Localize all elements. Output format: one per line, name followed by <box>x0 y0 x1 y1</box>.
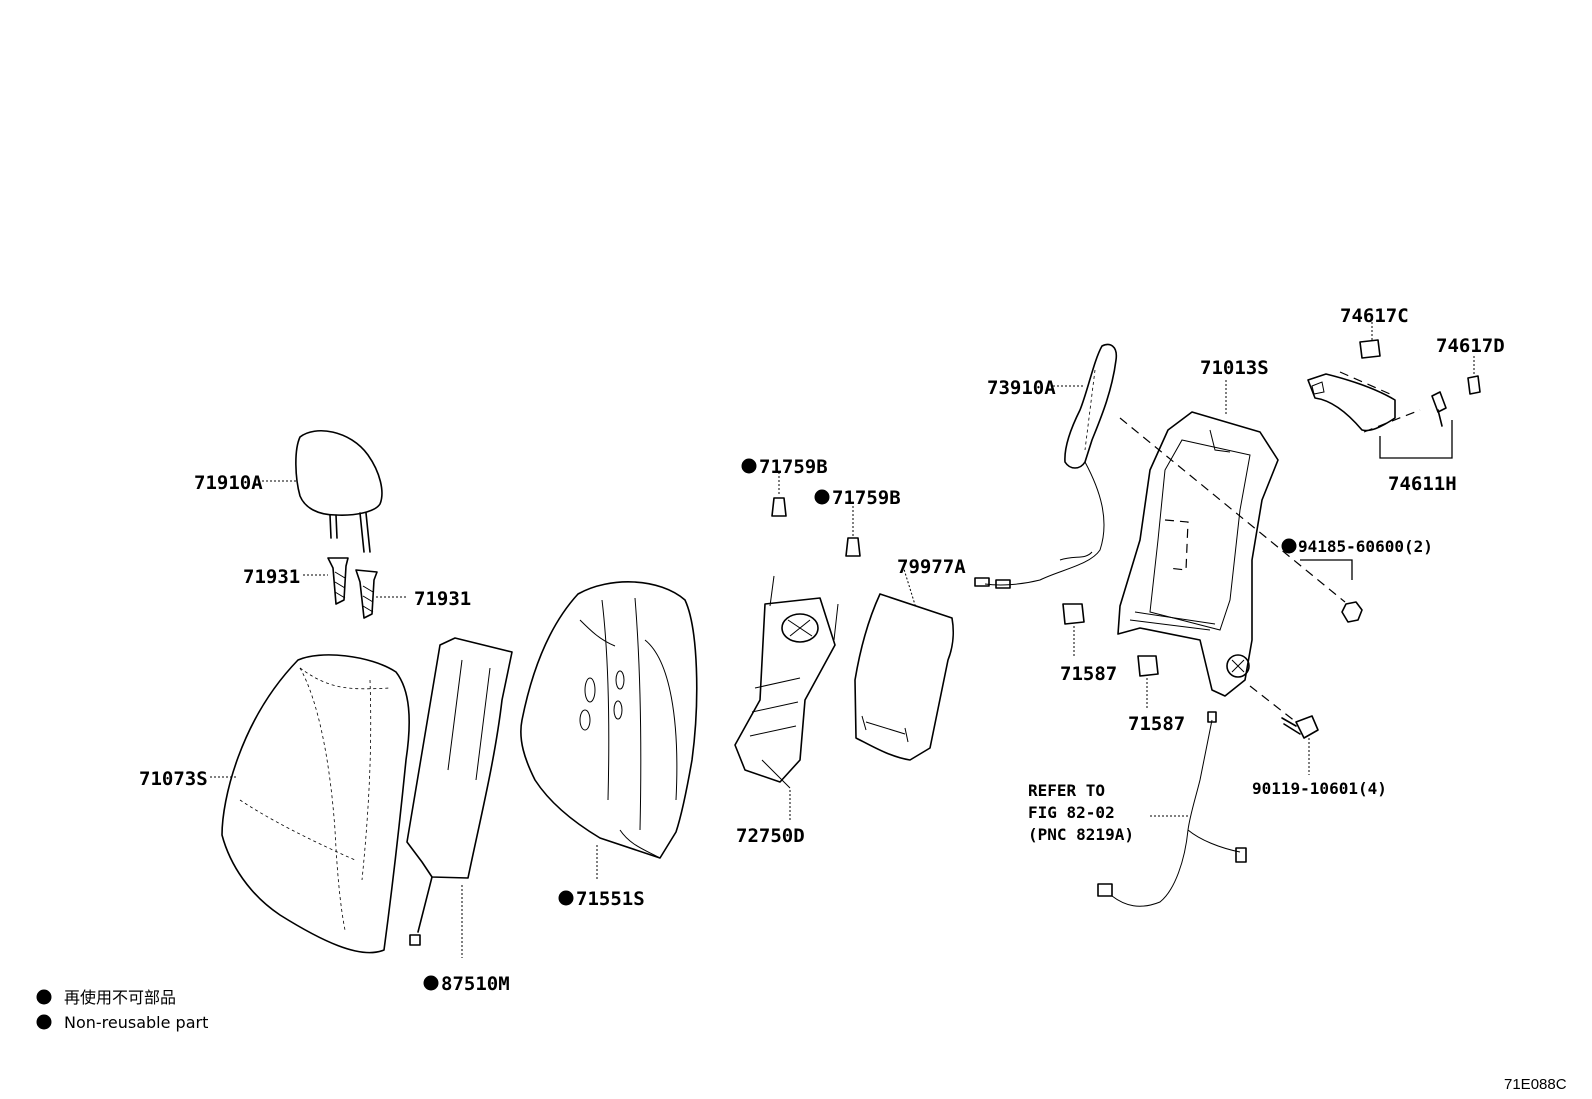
lumbar-support-72750D[interactable] <box>734 575 839 789</box>
label-79977A[interactable]: 79977A <box>897 556 966 578</box>
refer-line-3: (PNC 8219A) <box>1028 825 1134 844</box>
handle-74611H[interactable] <box>1307 373 1447 432</box>
nut-94185-60600[interactable] <box>1341 601 1363 623</box>
legend-jp: 再使用不可部品 <box>64 988 176 1007</box>
seatback-cover-71073S[interactable] <box>221 654 410 954</box>
headrest-71910A[interactable] <box>295 430 383 553</box>
bracket-71587-a[interactable] <box>1062 603 1085 625</box>
legend-en: Non-reusable part <box>64 1013 208 1032</box>
figure-code: 71E088C <box>1504 1076 1567 1093</box>
label-94185-60600[interactable]: 94185-60600(2) <box>1298 537 1433 556</box>
label-90119-10601[interactable]: 90119-10601(4) <box>1252 779 1387 798</box>
headrest-support-71931-left[interactable] <box>327 557 349 605</box>
label-71551S[interactable]: 71551S <box>576 888 645 910</box>
label-71073S[interactable]: 71073S <box>139 768 208 790</box>
seatback-pad-71551S[interactable] <box>520 581 698 859</box>
clip-71759B-a[interactable] <box>771 497 787 517</box>
label-71013S[interactable]: 71013S <box>1200 357 1269 379</box>
headrest-support-71931-right[interactable] <box>355 569 378 619</box>
label-74617D[interactable]: 74617D <box>1436 335 1505 357</box>
clip-71759B-b[interactable] <box>845 537 861 557</box>
label-71910A[interactable]: 71910A <box>194 472 263 494</box>
cover-74617C[interactable] <box>1359 339 1381 359</box>
legend: 再使用不可部品 Non-reusable part <box>36 988 208 1032</box>
wire-harness[interactable] <box>1097 711 1247 907</box>
seatback-frame-71013S[interactable] <box>1117 411 1279 697</box>
legend-dot-jp <box>36 989 52 1005</box>
label-71759B-a[interactable]: 71759B <box>759 456 828 478</box>
non-reusable-mark-71759B-a <box>741 458 757 474</box>
label-74617C[interactable]: 74617C <box>1340 305 1409 327</box>
refer-line-2[interactable]: FIG 82-02 <box>1028 803 1115 822</box>
seat-heater-87510M[interactable] <box>406 637 513 946</box>
label-71587-a[interactable]: 71587 <box>1060 663 1117 685</box>
label-71931-right[interactable]: 71931 <box>414 588 471 610</box>
refer-line-1: REFER TO <box>1028 781 1105 800</box>
side-airbag-73910A[interactable] <box>974 343 1118 589</box>
legend-dot-en <box>36 1014 52 1030</box>
non-reusable-mark-71551S <box>558 890 574 906</box>
label-72750D[interactable]: 72750D <box>736 825 805 847</box>
label-71931-left[interactable]: 71931 <box>243 566 300 588</box>
label-73910A[interactable]: 73910A <box>987 377 1056 399</box>
label-74611H[interactable]: 74611H <box>1388 473 1457 495</box>
label-71759B-b[interactable]: 71759B <box>832 487 901 509</box>
label-87510M[interactable]: 87510M <box>441 973 510 995</box>
non-reusable-mark-87510M <box>423 975 439 991</box>
pad-79977A[interactable] <box>854 593 955 761</box>
bracket-71587-b[interactable] <box>1137 655 1159 677</box>
cover-74617D[interactable] <box>1467 375 1481 395</box>
label-71587-b[interactable]: 71587 <box>1128 713 1185 735</box>
non-reusable-mark-71759B-b <box>814 489 830 505</box>
bolt-90119-10601[interactable] <box>1281 715 1319 739</box>
